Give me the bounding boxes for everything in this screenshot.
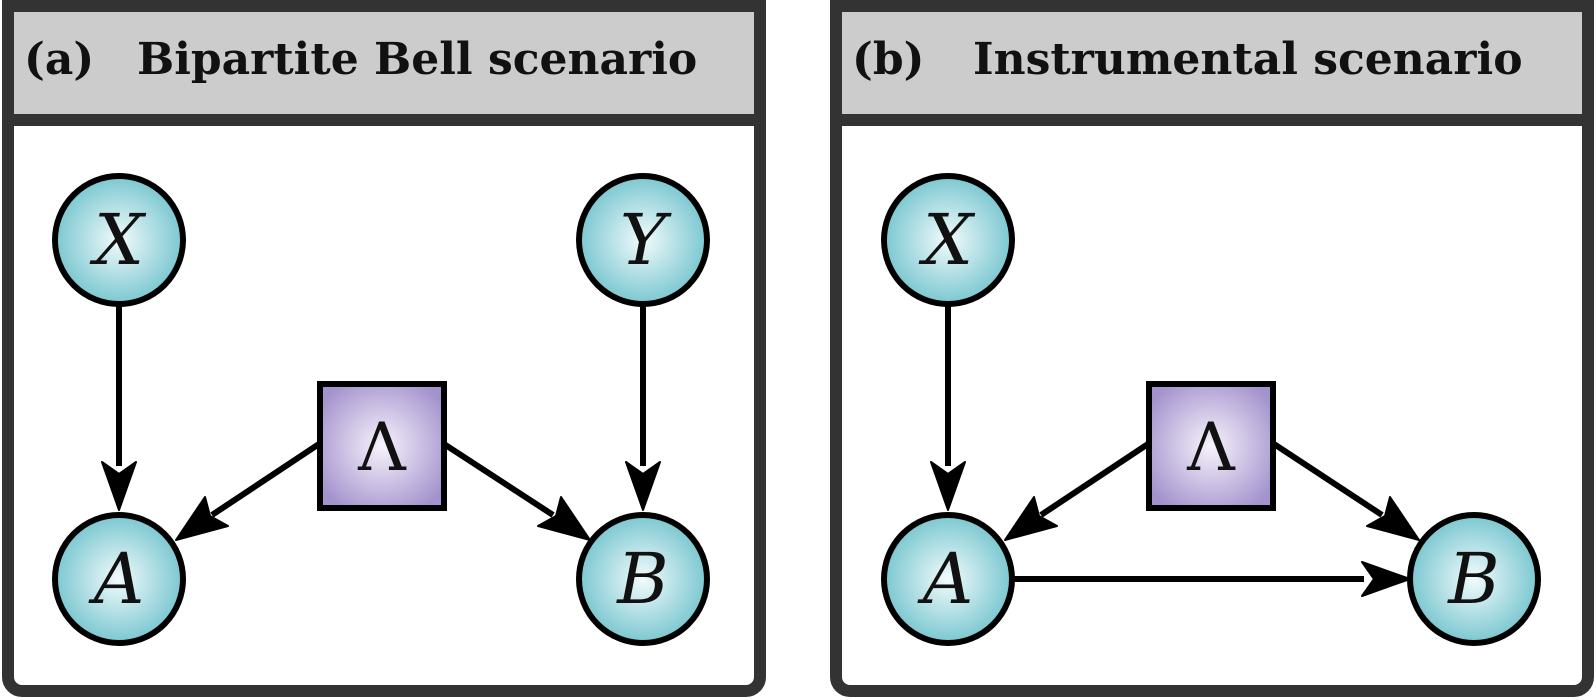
- node-b: B: [576, 512, 710, 646]
- node-x-label: X: [918, 199, 976, 281]
- node-b-label: B: [615, 538, 668, 620]
- edge-y-to-b: [625, 302, 661, 511]
- edge-lambda-to-b: [1272, 441, 1420, 541]
- panel-a-tag: (a): [24, 34, 94, 85]
- panel-b: (b) Instrumental scenario X: [830, 0, 1594, 697]
- arrowhead: [175, 496, 229, 541]
- arrowhead: [1004, 496, 1058, 541]
- node-y: Y: [576, 173, 710, 307]
- panel-b-title: Instrumental scenario: [973, 34, 1523, 85]
- node-b: B: [1407, 512, 1541, 646]
- arrowhead: [625, 461, 661, 511]
- arrowhead: [101, 461, 137, 511]
- panel-a-header: [2, 0, 766, 126]
- node-a-label: A: [88, 538, 145, 620]
- edge-x-to-a: [930, 302, 966, 511]
- arrowhead: [1366, 496, 1420, 541]
- arrowhead: [930, 461, 966, 511]
- panel-a-edges: [101, 302, 661, 541]
- edge-lambda-to-a: [1004, 441, 1150, 541]
- node-lambda: Λ: [317, 381, 447, 511]
- node-lambda-label: Λ: [357, 409, 407, 486]
- panel-b-edges: [930, 302, 1420, 597]
- arrowhead: [537, 496, 591, 541]
- edge-a-to-b: [1013, 561, 1411, 597]
- node-b-label: B: [1446, 538, 1499, 620]
- node-x: X: [881, 173, 1015, 307]
- arrowhead: [1361, 561, 1411, 597]
- panel-b-tag: (b): [852, 34, 924, 85]
- node-a-label: A: [917, 538, 974, 620]
- edge-lambda-to-a: [175, 441, 321, 541]
- node-lambda-label: Λ: [1186, 409, 1236, 486]
- node-lambda: Λ: [1146, 381, 1276, 511]
- panel-a: (a) Bipartite Bell scenario X: [2, 0, 766, 697]
- node-x-label: X: [89, 199, 147, 281]
- edge-lambda-to-b: [442, 441, 591, 541]
- node-y-label: Y: [620, 199, 672, 281]
- panel-b-header: [830, 0, 1594, 126]
- node-x: X: [52, 173, 186, 307]
- edge-x-to-a: [101, 302, 137, 511]
- node-a: A: [881, 512, 1015, 646]
- node-a: A: [52, 512, 186, 646]
- panel-a-title: Bipartite Bell scenario: [137, 34, 697, 85]
